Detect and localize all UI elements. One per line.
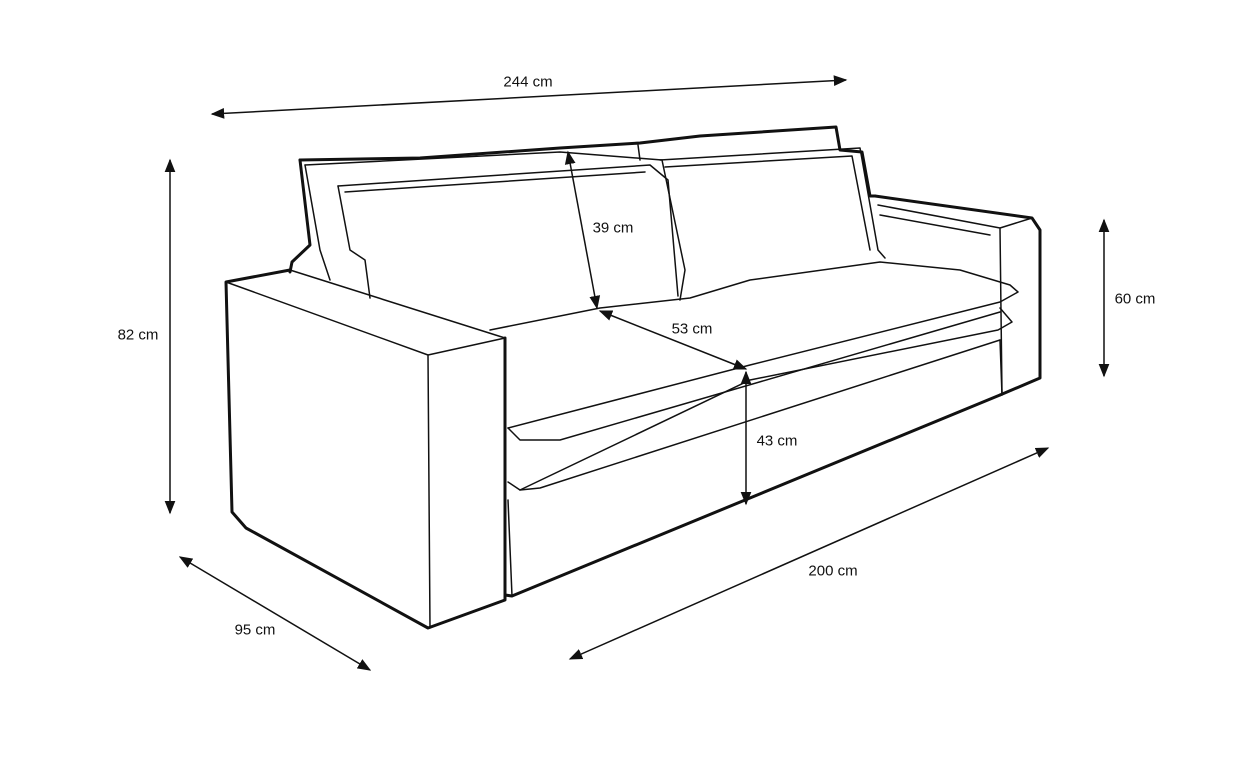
arrow-53 xyxy=(598,310,748,370)
label-depth: 95 cm xyxy=(234,621,276,639)
arrow-95 xyxy=(178,556,372,671)
label-seat-depth: 53 cm xyxy=(671,320,713,338)
label-arm-height: 60 cm xyxy=(1114,290,1156,308)
label-overall-width: 244 cm xyxy=(503,73,553,91)
arrow-200 xyxy=(568,447,1050,660)
label-seat-height: 43 cm xyxy=(756,432,798,450)
dimension-arrows xyxy=(164,75,1110,671)
label-seat-width: 200 cm xyxy=(808,562,858,580)
label-back-cushion-height: 39 cm xyxy=(592,219,634,237)
arrow-244 xyxy=(210,75,848,119)
arrow-39 xyxy=(564,150,601,310)
label-overall-height: 82 cm xyxy=(117,326,159,344)
sofa-outline xyxy=(224,125,1042,630)
